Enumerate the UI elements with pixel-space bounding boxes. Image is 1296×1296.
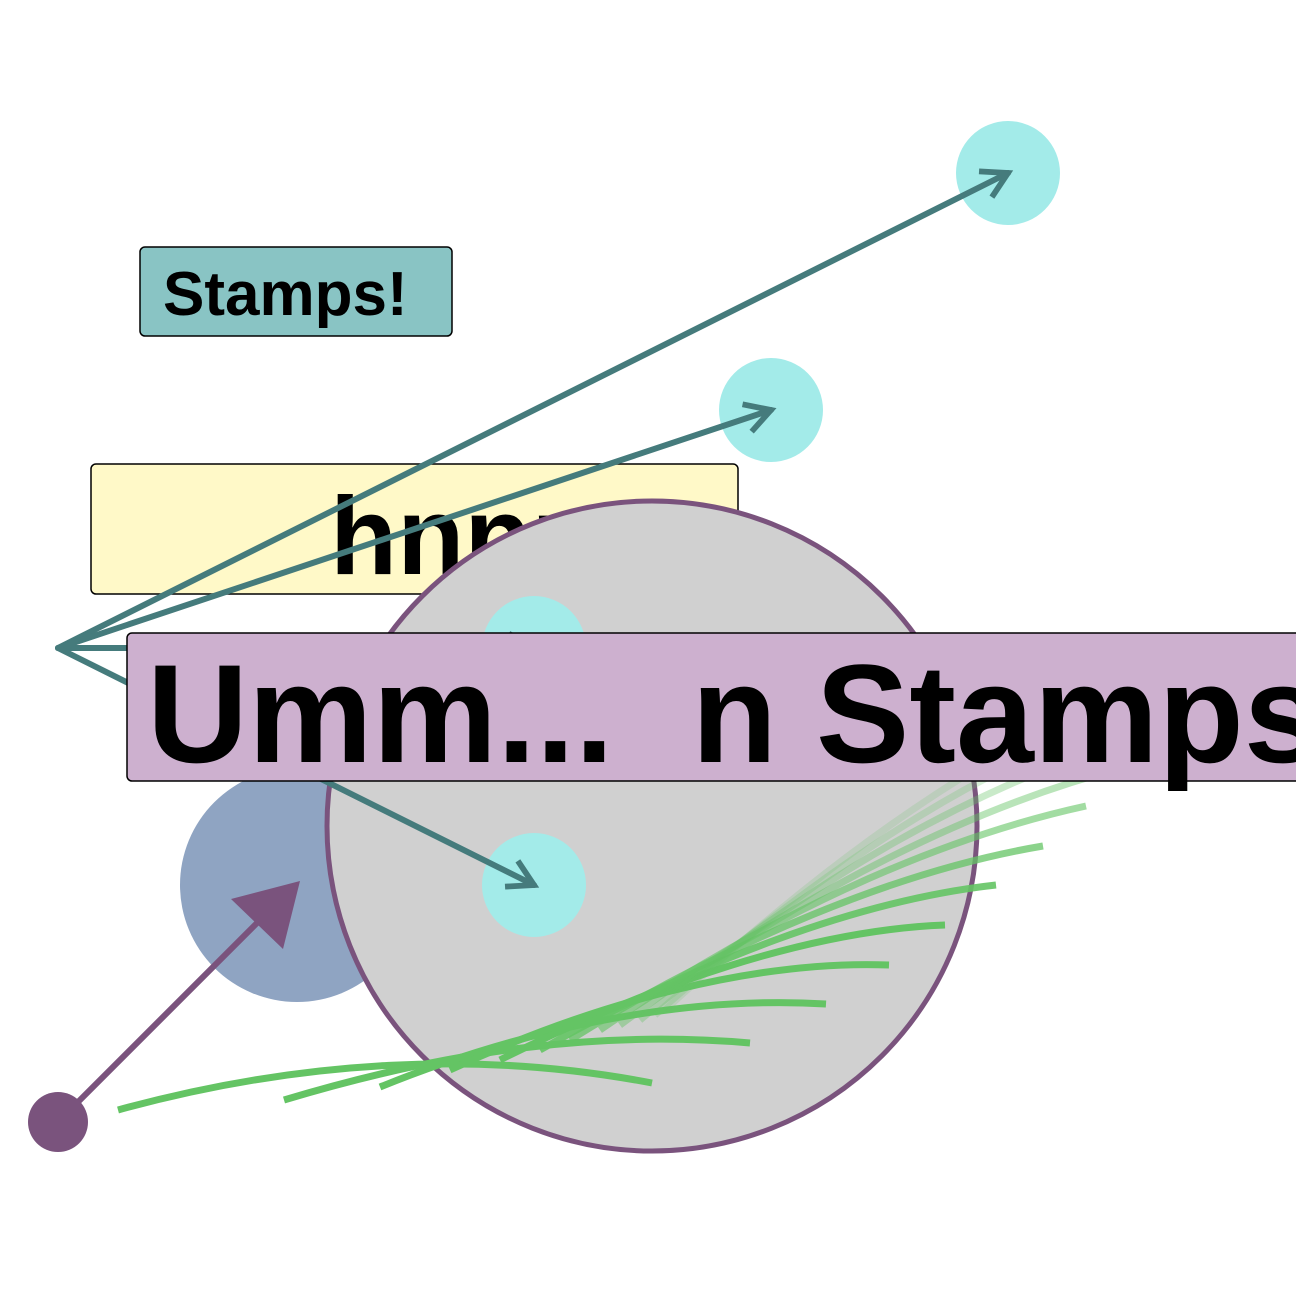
green-stroke bbox=[598, 802, 1087, 1033]
green-stroke bbox=[448, 961, 890, 1074]
green-stroke bbox=[498, 921, 946, 1064]
teal-arrow-upper bbox=[55, 401, 777, 651]
stamps-label-text: Stamps! bbox=[163, 260, 408, 329]
teal-arrow-top bbox=[55, 168, 1014, 651]
stamps-label-box bbox=[139, 246, 453, 337]
green-stroke bbox=[568, 842, 1044, 1043]
purple-dot-icon bbox=[28, 1092, 88, 1152]
banner-label-box bbox=[126, 632, 1296, 782]
purple-arrow-head bbox=[231, 881, 300, 949]
banner-label-text: Umm... n Stamps bbox=[147, 635, 1296, 792]
purple-arrow bbox=[28, 881, 300, 1152]
green-stroke bbox=[617, 763, 1126, 1028]
green-stroke bbox=[117, 1060, 653, 1114]
banner-label: Umm... n Stamps bbox=[126, 632, 1296, 792]
big-circle bbox=[324, 498, 980, 1154]
purple-arrow-shaft bbox=[55, 915, 265, 1125]
stamps-label: Stamps! bbox=[139, 246, 453, 337]
